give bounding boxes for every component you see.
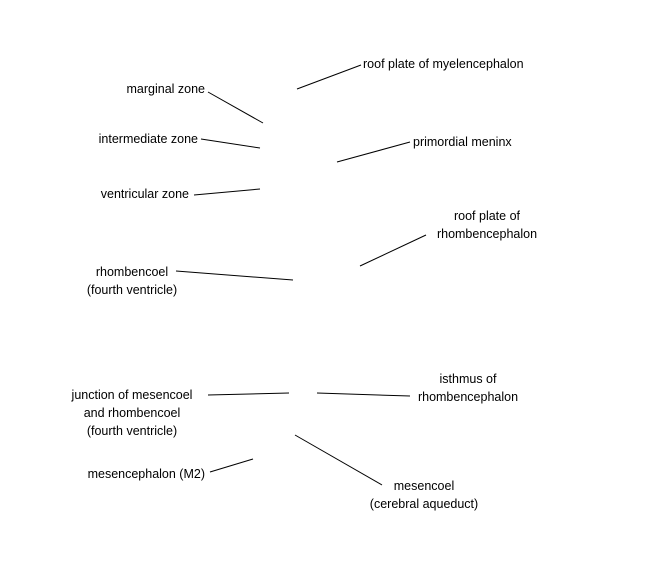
leader-line-marginal-zone [207, 91, 264, 124]
label-mesencephalon: mesencephalon (M2) [87, 467, 205, 481]
leader-line-roof-plate-myelencephalon [296, 64, 362, 90]
leader-line-ventricular-zone [193, 188, 261, 196]
label-junction-mesencoel-rhombencoel: junction of mesencoel and rhombencoel (f… [71, 388, 193, 438]
label-intermediate-zone: intermediate zone [98, 132, 198, 146]
leader-line-mesencoel [294, 434, 383, 486]
leader-line-roof-plate-rhombencephalon [359, 234, 427, 267]
label-isthmus: isthmus of rhombencephalon [417, 372, 519, 404]
label-roof-plate-myelencephalon: roof plate of myelencephalon [363, 57, 524, 71]
label-roof-plate-rhombencephalon: roof plate of rhombencephalon [436, 209, 538, 241]
label-mesencoel: mesencoel (cerebral aqueduct) [369, 479, 479, 511]
leader-line-isthmus [316, 392, 411, 397]
label-primordial-meninx: primordial meninx [413, 135, 512, 149]
leader-line-rhombencoel [175, 270, 294, 281]
leader-line-mesencephalon [209, 458, 254, 473]
leader-line-junction [207, 392, 290, 396]
label-rhombencoel: rhombencoel (fourth ventricle) [86, 265, 178, 297]
leader-line-primordial-meninx [336, 141, 411, 163]
label-marginal-zone: marginal zone [126, 82, 205, 96]
leader-line-intermediate-zone [200, 138, 261, 149]
label-ventricular-zone: ventricular zone [100, 187, 189, 201]
